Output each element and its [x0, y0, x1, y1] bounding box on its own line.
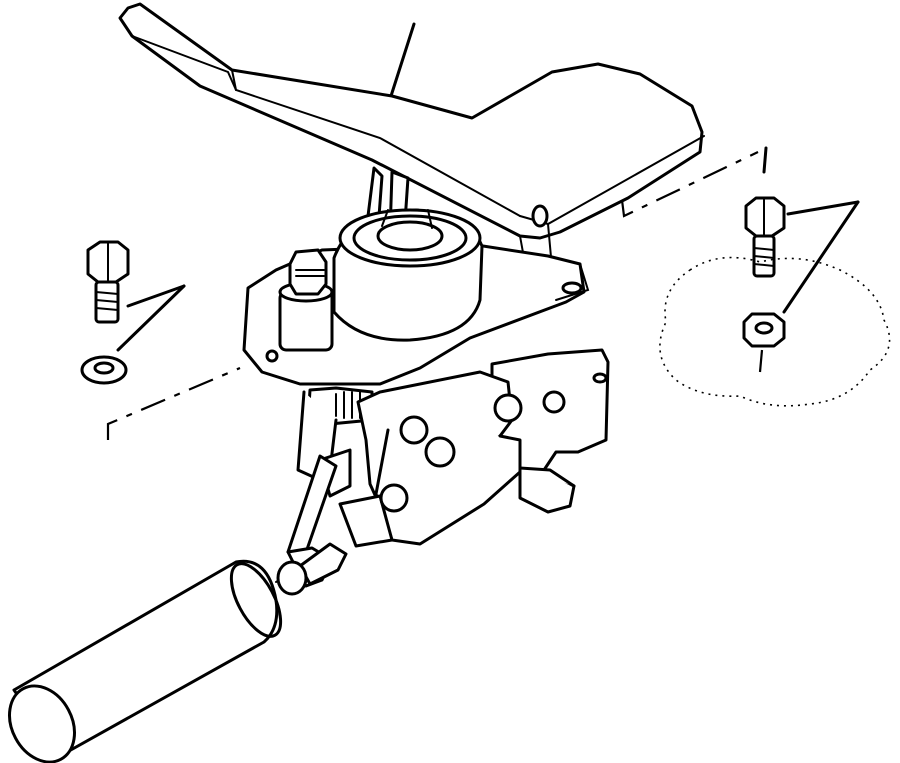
boot-collar [332, 208, 484, 342]
leader-line-washer-left [116, 284, 186, 352]
leader-line-bolt-right [786, 200, 860, 216]
linkage-bracket [338, 348, 610, 548]
adjust-nut [278, 248, 334, 352]
dash-line-left [106, 366, 241, 440]
nut [742, 312, 786, 348]
tick-right [762, 146, 768, 174]
cable-rod [275, 454, 348, 588]
washer [80, 355, 128, 385]
dash-line-nut [758, 349, 764, 373]
mount-bolt [86, 240, 130, 324]
mount-bolt-right [744, 196, 786, 278]
leader-line-bolt-left [126, 284, 186, 308]
cylinder [8, 559, 308, 763]
dash-line-right [620, 151, 759, 218]
leader-line-nut-right [782, 200, 860, 314]
leader-line-pedal [389, 22, 416, 98]
